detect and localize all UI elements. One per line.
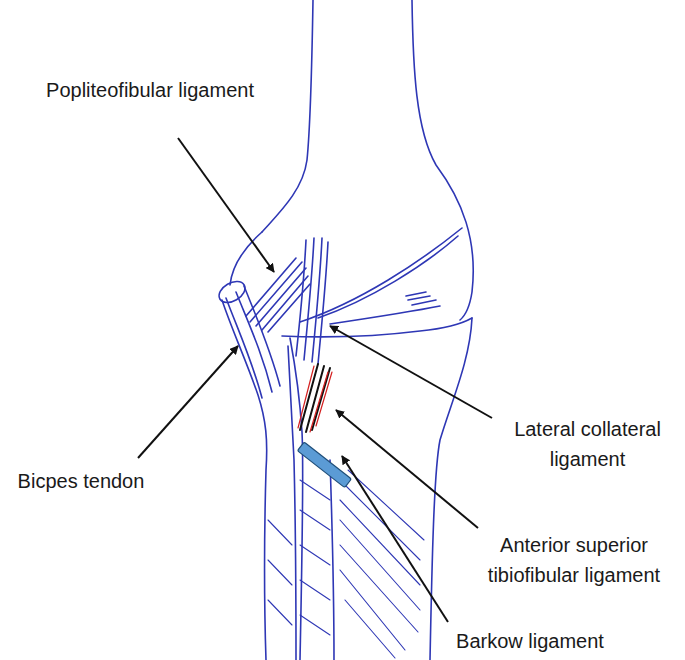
biceps-tendon-end bbox=[215, 277, 248, 307]
tibial-plateau bbox=[282, 318, 472, 337]
fibula-outline bbox=[288, 346, 296, 660]
part-label: Bicpes tendon bbox=[6, 466, 156, 496]
lateral-collateral-ligament bbox=[296, 238, 328, 364]
meniscus-hatching bbox=[406, 292, 436, 305]
part-label: Barkow ligament bbox=[440, 626, 620, 656]
femoral-condyle-edge bbox=[318, 236, 458, 318]
femoral-condyle-edge bbox=[300, 228, 462, 322]
leader-arrow bbox=[330, 326, 492, 418]
muscle-hatching bbox=[268, 520, 292, 625]
lateral-condyle-outline bbox=[230, 232, 262, 285]
leader-arrow bbox=[138, 346, 238, 458]
part-label: Lateral collateral ligament bbox=[495, 414, 680, 474]
tibia-outline bbox=[430, 318, 472, 660]
femur-outline bbox=[412, 0, 473, 320]
tibiofibular-ligament bbox=[298, 366, 332, 432]
part-label: Anterior superior tibiofibular ligament bbox=[468, 530, 680, 590]
femur-outline bbox=[262, 0, 313, 232]
barkow-ligament bbox=[297, 442, 351, 488]
tibia-crest bbox=[330, 460, 334, 660]
tibiofibular-ligament bbox=[300, 364, 330, 432]
muscle-hatching bbox=[300, 480, 330, 635]
meniscus-edge bbox=[330, 306, 440, 324]
leader-arrow bbox=[342, 456, 448, 622]
biceps-tendon bbox=[226, 286, 280, 398]
part-label: Popliteofibular ligament bbox=[40, 75, 260, 105]
leader-arrow bbox=[336, 410, 478, 528]
leader-arrow bbox=[178, 138, 274, 272]
